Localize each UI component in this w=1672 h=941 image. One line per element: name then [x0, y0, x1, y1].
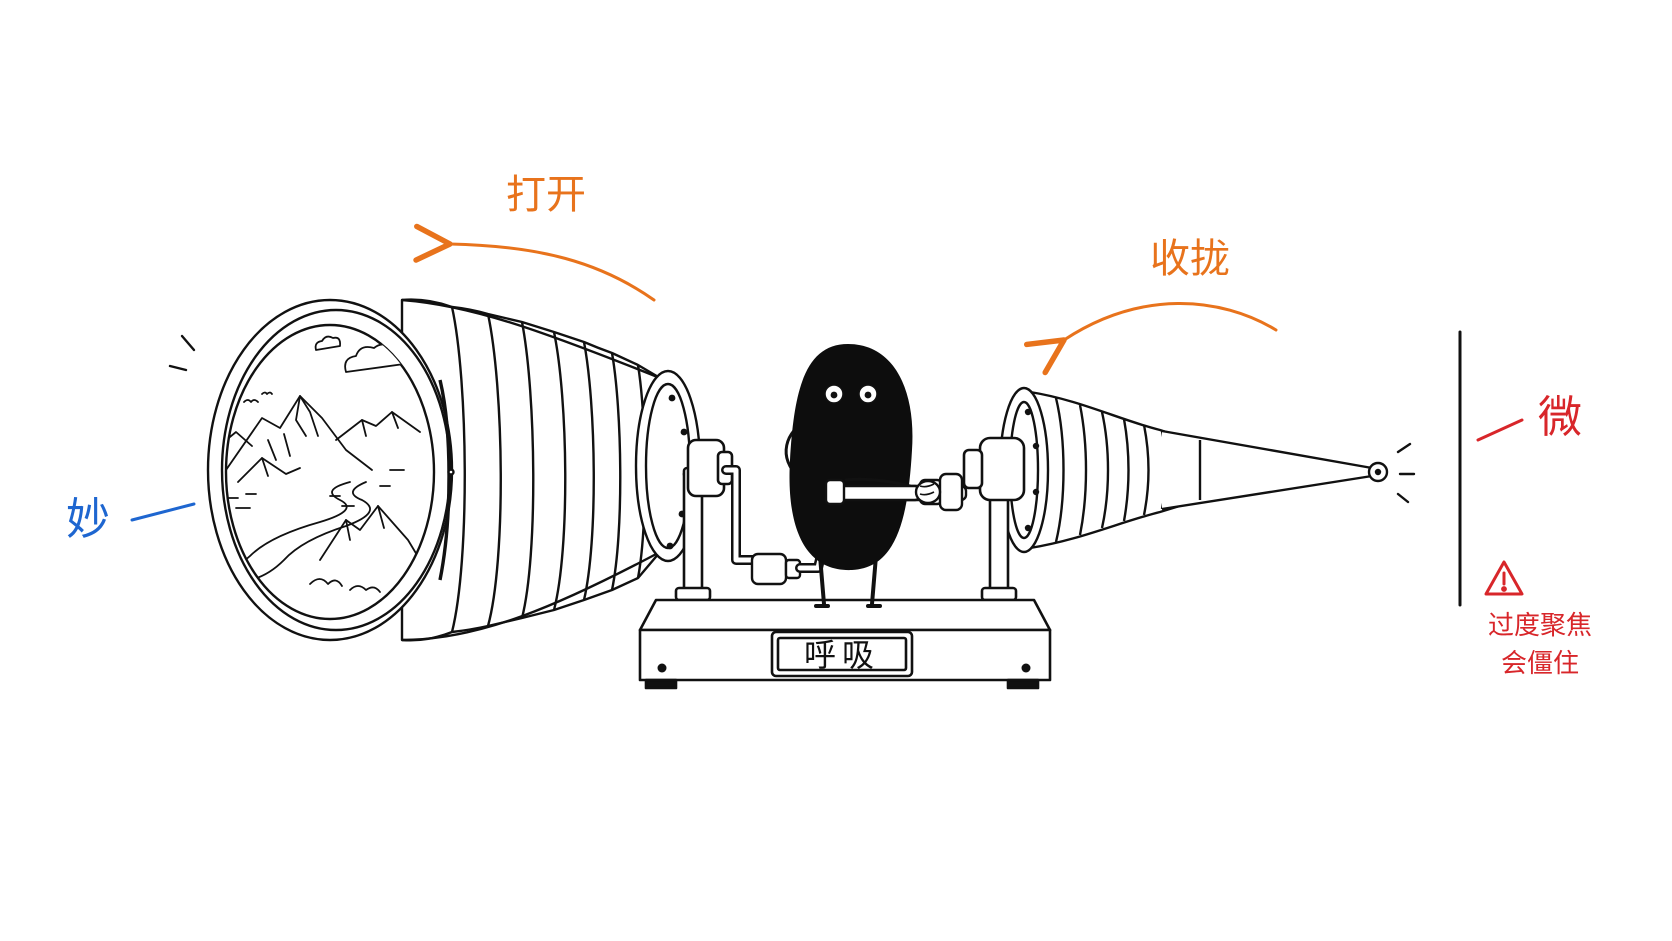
- gather-arrow: [1023, 302, 1278, 376]
- subtle-label: 微: [1538, 392, 1582, 443]
- breathing-creature: [784, 344, 942, 608]
- wide-horn: [206, 298, 702, 642]
- subtle-pointer-line: [1476, 418, 1524, 442]
- open-arrow: [413, 223, 656, 302]
- gather-label: 收拢: [1150, 236, 1230, 282]
- sparkle-marks-right: [1396, 442, 1416, 504]
- wonder-pointer-line: [130, 502, 196, 522]
- sparkle-marks-left: [168, 334, 196, 372]
- machine-base: [638, 436, 1052, 690]
- plaque-label: 呼吸: [804, 636, 880, 674]
- open-label: 打开: [506, 172, 586, 218]
- warning-triangle-icon: [1484, 560, 1524, 596]
- warning-line-2: 会僵住: [1501, 649, 1579, 679]
- wonder-label: 妙: [66, 494, 110, 545]
- narrow-cone: [998, 386, 1389, 554]
- warning-line-1: 过度聚焦: [1488, 611, 1592, 641]
